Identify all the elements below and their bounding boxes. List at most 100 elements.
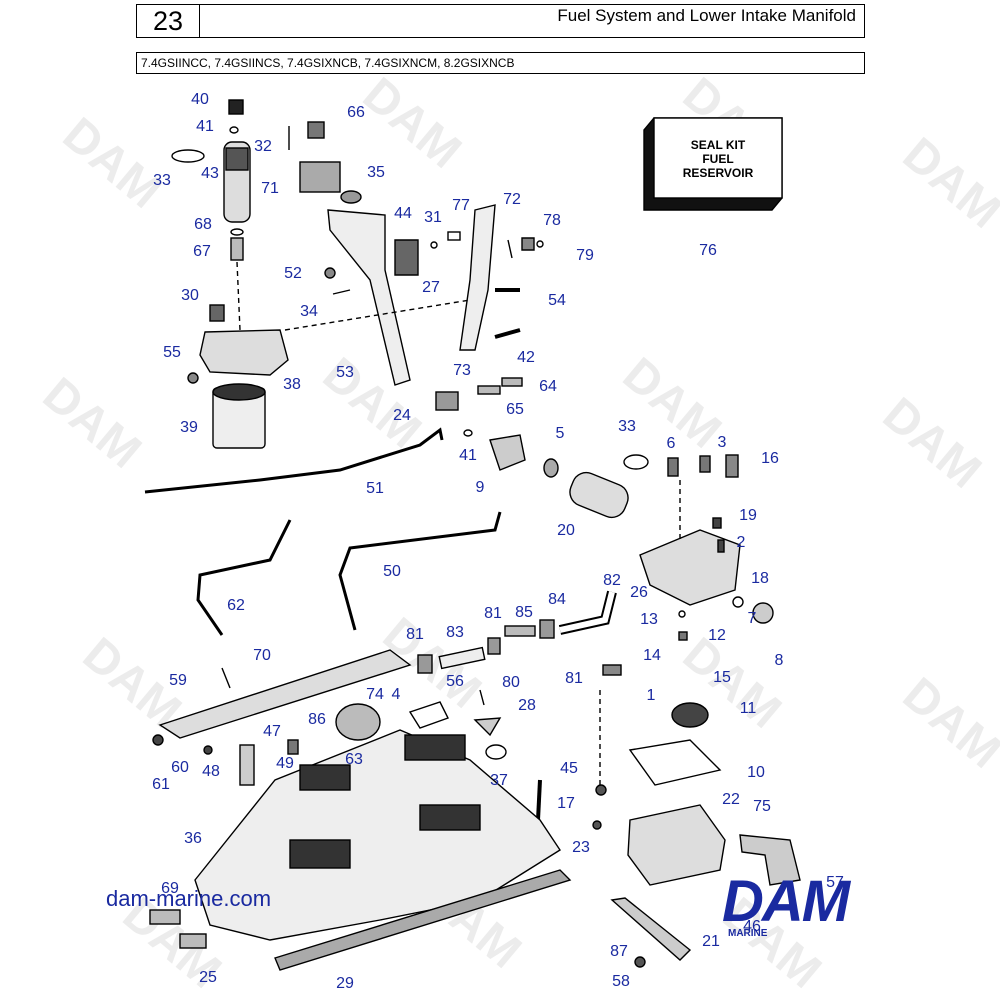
callout-c15: 15: [713, 669, 731, 686]
callout-c21: 21: [702, 933, 720, 950]
leader-line-3: [284, 299, 471, 331]
part-6-fitting: [667, 457, 679, 477]
callout-c71: 71: [261, 180, 279, 197]
callout-c78: 78: [543, 212, 561, 229]
part-81-clamp-a: [487, 637, 501, 655]
part-5-grommet: [543, 458, 559, 478]
leader-line-1: [236, 261, 241, 331]
part-42-bracket: [459, 204, 496, 351]
part-16-valve: [725, 454, 739, 478]
callout-c53: 53: [336, 364, 354, 381]
part-9-bracket: [489, 434, 526, 471]
callout-c45: 45: [560, 760, 578, 777]
callout-c73: 73: [453, 362, 471, 379]
part-20-electric-pump: [569, 471, 629, 519]
callout-c81b: 81: [406, 626, 424, 643]
callout-c6: 6: [667, 435, 676, 452]
callout-c16: 16: [761, 450, 779, 467]
callout-c46: 46: [743, 918, 761, 935]
part-44-valve: [394, 239, 419, 276]
part-67-fitting: [230, 237, 244, 261]
part-29-gasket: [274, 869, 572, 971]
callout-c11: 11: [740, 700, 757, 717]
seal-kit-line1: SEAL KIT: [690, 138, 746, 152]
watermark-11: DAM: [893, 668, 1000, 779]
part-47-injector: [239, 744, 255, 786]
part-2-screw: [717, 539, 725, 553]
part-28-bracket: [473, 717, 502, 737]
callout-c43: 43: [201, 165, 219, 182]
part-71-bracket: [299, 161, 341, 193]
callout-c38: 38: [283, 376, 301, 393]
part-24-bracket: [327, 209, 411, 386]
callout-c30: 30: [181, 287, 199, 304]
part-41-oring-b: [463, 429, 473, 437]
part-52-nut: [324, 267, 336, 279]
callout-c39: 39: [180, 419, 198, 436]
intake-manifold-body: [194, 729, 561, 941]
part-81-clamp-b: [417, 654, 433, 674]
part-25-sender: [179, 933, 207, 949]
part-75-elbow: [739, 834, 801, 886]
callout-c84: 84: [548, 591, 566, 608]
callout-c87: 87: [610, 943, 628, 960]
part-66-cap: [307, 121, 325, 139]
callout-c7: 7: [748, 610, 757, 627]
part-78-clip: [521, 237, 535, 251]
callout-c2: 2: [737, 534, 746, 551]
part-19-plug: [712, 517, 722, 529]
part-40-cap: [228, 99, 244, 115]
part-43-pump-top: [225, 147, 249, 171]
callout-c57: 57: [826, 874, 844, 891]
part-86-fitting: [287, 739, 299, 755]
part-12-fitting: [678, 631, 688, 641]
seal-kit-label: SEAL KIT FUEL RESERVOIR: [654, 118, 782, 206]
part-51-fuel-line: [144, 427, 444, 494]
part-17-fitting: [595, 784, 607, 796]
intake-port-1: [299, 764, 351, 791]
logo-text: DAM: [722, 869, 850, 934]
callout-c41a: 41: [196, 118, 214, 135]
part-65-fitting: [477, 385, 501, 395]
callout-c82: 82: [603, 572, 621, 589]
part-85-spring: [504, 625, 536, 637]
part-61-nut: [152, 734, 164, 746]
callout-c55: 55: [163, 344, 181, 361]
callout-c70: 70: [253, 647, 271, 664]
callout-c66: 66: [347, 104, 365, 121]
part-81-clamp-c: [602, 664, 622, 676]
callout-c22: 22: [722, 791, 740, 808]
callout-c28: 28: [518, 697, 536, 714]
callout-c68: 68: [194, 216, 212, 233]
part-22-reservoir-housing: [627, 804, 726, 886]
callout-c40: 40: [191, 91, 209, 108]
callout-c81a: 81: [484, 605, 502, 622]
part-69-sender: [149, 909, 181, 925]
website-link[interactable]: dam-marine.com: [106, 886, 272, 911]
part-62-fuel-line: [196, 519, 292, 636]
watermark-4: DAM: [33, 368, 151, 479]
seal-kit-text: SEAL KIT FUEL RESERVOIR: [654, 138, 782, 180]
callout-c35: 35: [367, 164, 385, 181]
part-39-filter-top: [212, 383, 266, 401]
seal-kit-box: [653, 117, 783, 199]
callout-c10: 10: [747, 764, 765, 781]
part-59-fuel-rail: [158, 649, 412, 739]
callout-c56: 56: [446, 673, 464, 690]
part-64-fitting: [501, 377, 523, 387]
part-37-washer: [485, 744, 507, 760]
callout-c47: 47: [263, 723, 281, 740]
callout-c74: 74: [366, 686, 384, 703]
callout-c86: 86: [308, 711, 326, 728]
part-41-oring: [229, 126, 239, 134]
part-82-hose-inner: [559, 591, 615, 633]
watermark-5: DAM: [313, 348, 431, 459]
intake-port-2: [404, 734, 466, 761]
page-number: 23: [136, 4, 200, 38]
callout-c9: 9: [476, 479, 485, 496]
callout-c36: 36: [184, 830, 202, 847]
part-31-nut: [430, 241, 438, 249]
callout-c80: 80: [502, 674, 520, 691]
part-45-bolt: [536, 779, 542, 821]
